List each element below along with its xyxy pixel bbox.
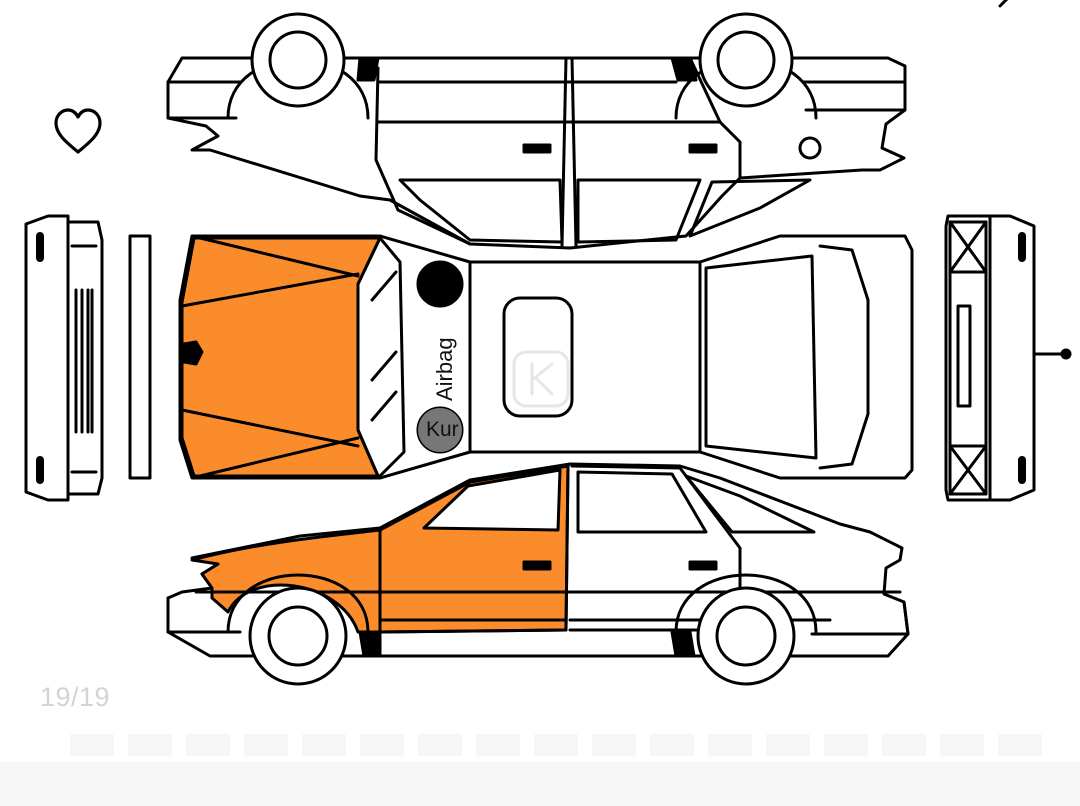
image-counter: 19/19 bbox=[40, 682, 111, 712]
thumbnail[interactable] bbox=[998, 734, 1042, 756]
front-left-fender-part bbox=[190, 528, 382, 634]
car-top-view bbox=[178, 234, 914, 480]
thumbnail[interactable] bbox=[186, 734, 230, 756]
thumbnail-strip bbox=[0, 734, 1080, 756]
car-front-view bbox=[24, 214, 152, 502]
k-logo-icon bbox=[512, 350, 570, 408]
thumbnail[interactable] bbox=[882, 734, 926, 756]
thumbnail[interactable] bbox=[244, 734, 288, 756]
thumbnail[interactable] bbox=[650, 734, 694, 756]
thumbnail[interactable] bbox=[476, 734, 520, 756]
thumbnail[interactable] bbox=[128, 734, 172, 756]
thumbnail[interactable] bbox=[302, 734, 346, 756]
kurt-badge: Kur bbox=[418, 408, 462, 452]
airbag-label: Airbag bbox=[432, 337, 457, 401]
thumbnail[interactable] bbox=[70, 734, 114, 756]
kurt-label: Kur bbox=[426, 418, 459, 441]
thumbnail[interactable] bbox=[534, 734, 578, 756]
bottom-bar bbox=[0, 762, 1080, 806]
thumbnail[interactable] bbox=[592, 734, 636, 756]
thumbnail[interactable] bbox=[940, 734, 984, 756]
thumbnail[interactable] bbox=[824, 734, 868, 756]
thumbnail[interactable] bbox=[360, 734, 404, 756]
car-side-view-left bbox=[166, 462, 910, 686]
thumbnail[interactable] bbox=[418, 734, 462, 756]
favorite-button[interactable] bbox=[52, 106, 104, 158]
thumbnail[interactable] bbox=[708, 734, 752, 756]
heart-outline-icon bbox=[54, 108, 102, 154]
car-rear-view bbox=[944, 214, 1072, 502]
thumbnail[interactable] bbox=[766, 734, 810, 756]
chevron-right-icon[interactable] bbox=[990, 0, 1030, 16]
share-icon[interactable] bbox=[62, 0, 102, 18]
car-side-view-right bbox=[166, 12, 907, 250]
